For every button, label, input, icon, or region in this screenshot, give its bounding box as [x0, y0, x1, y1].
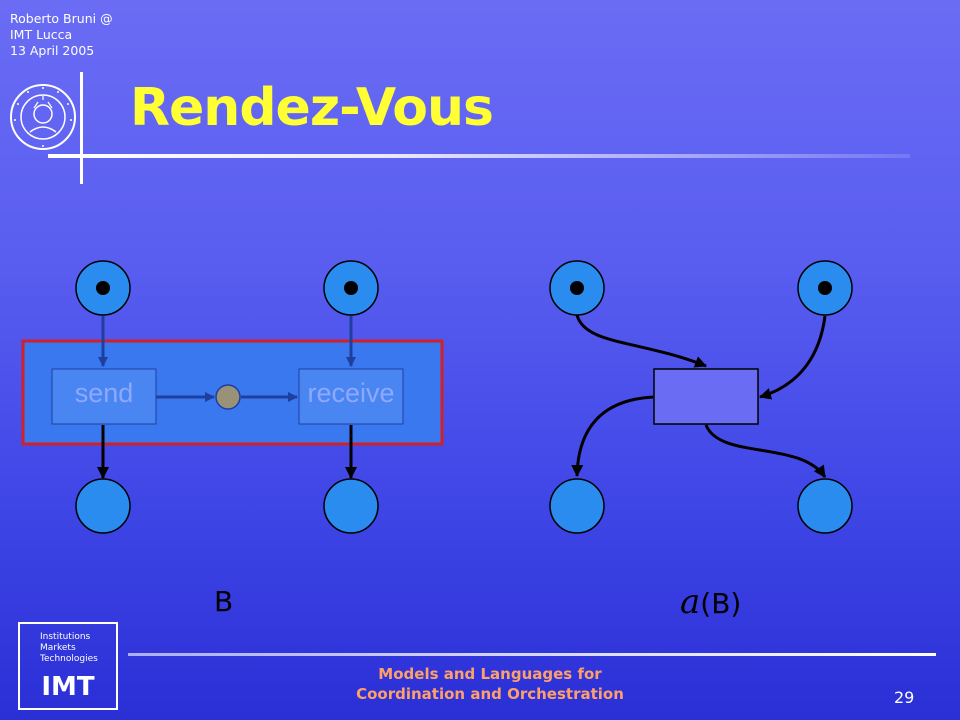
token: [96, 281, 110, 295]
imt-logo-acronym: IMT: [41, 672, 95, 702]
course-title-line1: Models and Languages for: [378, 665, 602, 683]
slide-title: Rendez-Vous: [130, 78, 494, 138]
alpha-b-rest: (B): [700, 587, 742, 620]
token: [570, 281, 584, 295]
place-receiver-out: [323, 478, 379, 534]
imt-word-institutions: Institutions: [40, 632, 91, 642]
net-alpha-b-label: a(B): [680, 582, 741, 622]
footer-rule: [128, 653, 936, 656]
header-vertical-rule: [80, 72, 83, 184]
course-title-line2: Coordination and Orchestration: [356, 685, 624, 703]
alpha-symbol: a: [680, 582, 701, 622]
net-b-label: B: [214, 585, 234, 618]
header-horizontal-rule: [48, 154, 910, 158]
arc-place-to-merged-right: [759, 315, 827, 400]
message-channel-place: [215, 384, 241, 410]
imt-logo: Institutions Markets Technologies IMT: [18, 622, 118, 710]
merged-transition: [653, 368, 759, 425]
arc-merged-to-place-left: [571, 395, 654, 477]
author-institution: IMT Lucca: [10, 27, 73, 42]
token: [818, 281, 832, 295]
university-seal-icon: [10, 84, 76, 150]
place-merged-out-right: [797, 478, 853, 534]
send-transition-label: send: [74, 378, 134, 408]
place-sender-out: [75, 478, 131, 534]
author-info: Roberto Bruni @ IMT Lucca 13 April 2005: [10, 11, 113, 59]
arc-merged-to-place-right: [704, 424, 827, 478]
send-transition: [51, 368, 157, 425]
receive-transition-label: receive: [307, 378, 395, 408]
place-merged-out-left: [549, 478, 605, 534]
token: [344, 281, 358, 295]
arc-place-to-merged-left: [575, 314, 707, 368]
imt-word-technologies: Technologies: [40, 654, 98, 664]
author-date: 13 April 2005: [10, 43, 95, 58]
imt-word-markets: Markets: [40, 643, 76, 653]
author-name: Roberto Bruni @: [10, 11, 113, 26]
receive-transition: [298, 368, 404, 425]
page-number: 29: [894, 688, 915, 707]
course-title: Models and Languages for Coordination an…: [320, 664, 660, 704]
imt-logo-words: Institutions Markets Technologies: [40, 632, 98, 665]
